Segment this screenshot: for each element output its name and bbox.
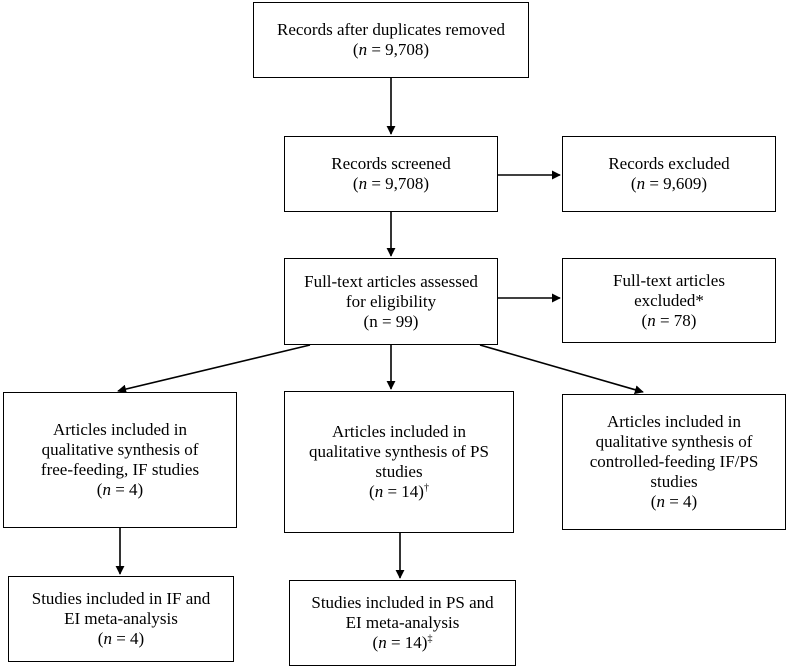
box-count: (n = 14)† <box>369 482 429 501</box>
box-count: (n = 78) <box>641 310 697 330</box>
box-label: Records after duplicates removed <box>277 20 505 39</box>
box-label: excluded* <box>634 290 704 310</box>
arrow-fulltext-to-controlled <box>479 344 644 395</box>
box-count: (n = 4) <box>650 492 698 511</box>
if-meta-analysis-box: Studies included in IF and EI meta-analy… <box>8 576 234 662</box>
box-label: EI meta-analysis <box>64 609 178 628</box>
fulltext-assessed-box: Full-text articles assessed for eligibil… <box>284 258 498 345</box>
records-screened-box: Records screened (n = 9,708) <box>284 136 498 212</box>
box-label: studies <box>650 472 698 491</box>
records-excluded-box: Records excluded (n = 9,609) <box>562 136 776 212</box>
records-after-duplicates-box: Records after duplicates removed (n = 9,… <box>253 2 529 78</box>
box-label: Articles included in <box>331 422 467 441</box>
controlled-qualitative-box: Articles included in qualitative synthes… <box>562 394 786 530</box>
box-label: Records excluded <box>608 154 730 173</box>
box-label: studies <box>375 462 423 481</box>
box-label: qualitative synthesis of <box>41 440 199 459</box>
box-count: (n = 9,708) <box>352 40 430 59</box>
arrow-fulltext-to-if <box>117 344 311 394</box>
ps-meta-analysis-box: Studies included in PS and EI meta-analy… <box>289 580 516 666</box>
box-label: EI meta-analysis <box>345 613 460 632</box>
box-label: qualitative synthesis of <box>595 432 753 451</box>
box-label: Records screened <box>331 154 451 173</box>
box-label: free-feeding, IF studies <box>40 460 200 479</box>
footnote-mark: ‡ <box>427 633 433 645</box>
if-qualitative-box: Articles included in qualitative synthes… <box>3 392 237 528</box>
box-label: controlled-feeding IF/PS <box>589 452 759 471</box>
box-label: Articles included in <box>52 420 188 439</box>
box-label: for eligibility <box>345 291 437 311</box>
box-count: (n = 14)‡ <box>372 633 433 652</box>
box-label: Articles included in <box>606 412 742 431</box>
box-label: Studies included in PS and <box>311 593 494 612</box>
box-count: (n = 4) <box>96 480 144 499</box>
fulltext-excluded-box: Full-text articles excluded* (n = 78) <box>562 258 776 343</box>
box-count: (n = 99) <box>363 311 419 331</box>
box-label: Studies included in IF and <box>31 589 211 608</box>
box-label: Full-text articles <box>613 270 725 290</box>
box-count: (n = 9,609) <box>630 174 708 193</box>
box-label: qualitative synthesis of PS <box>309 442 489 461</box>
footnote-mark: † <box>423 482 429 494</box>
box-count: (n = 9,708) <box>352 174 430 193</box>
ps-qualitative-box: Articles included in qualitative synthes… <box>284 391 514 533</box>
box-label: Full-text articles assessed <box>304 271 478 291</box>
box-count: (n = 4) <box>97 629 145 648</box>
